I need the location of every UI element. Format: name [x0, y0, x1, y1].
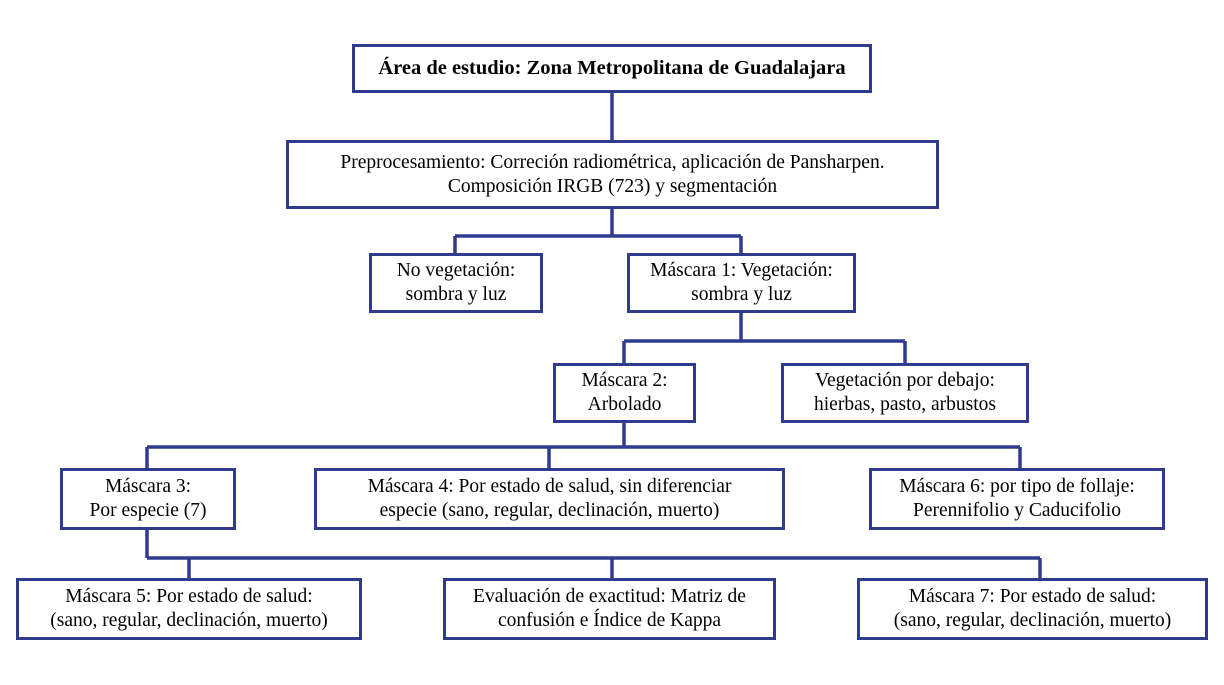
node-mask-7[interactable]: Máscara 7: Por estado de salud: (sano, r… [857, 578, 1208, 640]
node-accuracy-assessment-label: Evaluación de exactitud: Matriz de confu… [473, 586, 746, 631]
node-mask-6-label: Máscara 6: por tipo de follaje: Perennif… [899, 476, 1135, 521]
node-mask-2-label: Máscara 2: Arbolado [581, 370, 668, 415]
node-mask-4-label: Máscara 4: Por estado de salud, sin dife… [367, 476, 732, 521]
node-mask-2[interactable]: Máscara 2: Arbolado [553, 363, 696, 423]
node-accuracy-assessment[interactable]: Evaluación de exactitud: Matriz de confu… [443, 578, 776, 640]
node-understory-vegetation-label: Vegetación por debajo: hierbas, pasto, a… [814, 370, 996, 415]
node-mask-6[interactable]: Máscara 6: por tipo de follaje: Perennif… [869, 468, 1165, 530]
node-preprocessing[interactable]: Preprocesamiento: Correción radiométrica… [286, 140, 939, 209]
node-mask-3[interactable]: Máscara 3: Por especie (7) [60, 468, 236, 530]
node-study-area[interactable]: Área de estudio: Zona Metropolitana de G… [352, 44, 872, 93]
node-mask-4[interactable]: Máscara 4: Por estado de salud, sin dife… [314, 468, 785, 530]
node-mask-7-label: Máscara 7: Por estado de salud: (sano, r… [893, 586, 1172, 631]
node-no-vegetation[interactable]: No vegetación: sombra y luz [369, 253, 543, 313]
node-mask-5[interactable]: Máscara 5: Por estado de salud: (sano, r… [16, 578, 362, 640]
node-no-vegetation-label: No vegetación: sombra y luz [396, 260, 516, 305]
node-study-area-label: Área de estudio: Zona Metropolitana de G… [378, 57, 846, 79]
node-mask-1-label: Máscara 1: Vegetación: sombra y luz [650, 260, 833, 305]
node-mask-1[interactable]: Máscara 1: Vegetación: sombra y luz [627, 253, 856, 313]
node-mask-3-label: Máscara 3: Por especie (7) [89, 476, 207, 521]
node-preprocessing-label: Preprocesamiento: Correción radiométrica… [340, 151, 885, 197]
node-mask-5-label: Máscara 5: Por estado de salud: (sano, r… [50, 586, 328, 631]
node-understory-vegetation[interactable]: Vegetación por debajo: hierbas, pasto, a… [781, 363, 1029, 423]
